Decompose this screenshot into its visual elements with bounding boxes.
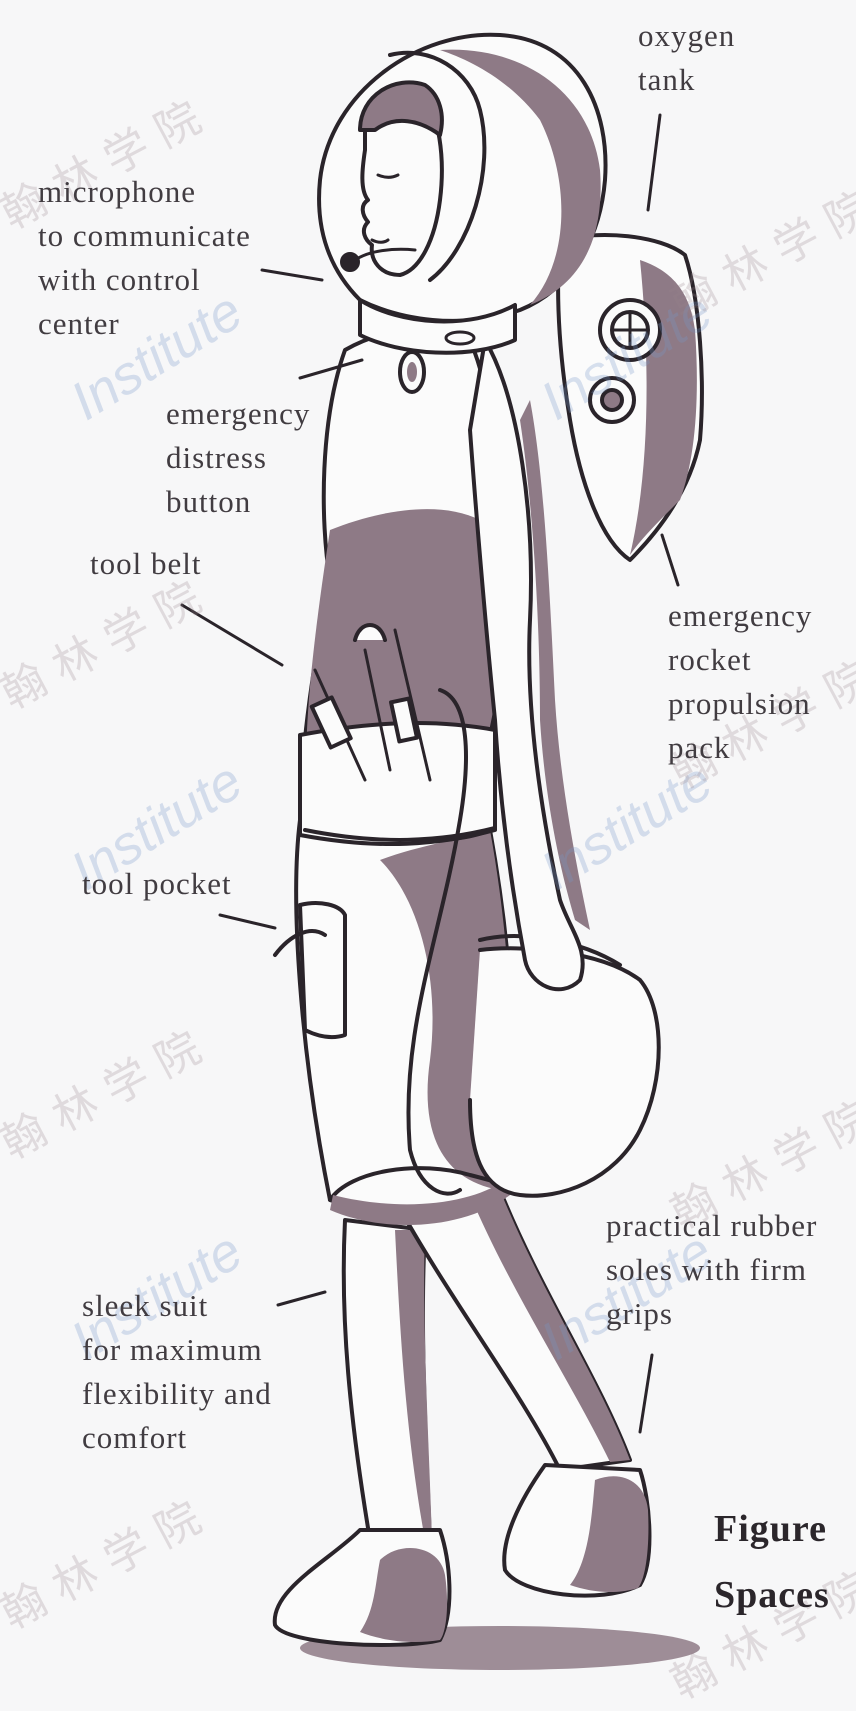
label-line: to communicate <box>38 214 251 258</box>
label-line: with control <box>38 258 251 302</box>
leader-tool-pocket <box>220 915 275 928</box>
label-line: tool pocket <box>82 862 232 906</box>
leader-sleek-suit <box>278 1292 325 1305</box>
label-line: propulsion <box>668 682 812 726</box>
label-line: emergency <box>166 392 310 436</box>
label-line: tool belt <box>90 542 201 586</box>
label-line: distress <box>166 436 310 480</box>
caption-line: Spaces <box>714 1562 830 1628</box>
label-line: sleek suit <box>82 1284 272 1328</box>
tool-pocket <box>300 903 345 1037</box>
label-emergency-button: emergency distress button <box>166 392 310 524</box>
label-line: comfort <box>82 1416 272 1460</box>
microphone-head <box>342 254 358 270</box>
figure-caption: Figure Spaces <box>714 1496 830 1628</box>
label-line: soles with firm <box>606 1248 817 1292</box>
label-tool-pocket: tool pocket <box>82 862 232 906</box>
leader-rubber-soles <box>640 1355 652 1432</box>
label-microphone: microphone to communicate with control c… <box>38 170 251 346</box>
label-line: pack <box>668 726 812 770</box>
label-line: oxygen <box>638 14 735 58</box>
label-oxygen-tank: oxygen tank <box>638 14 735 102</box>
label-line: rocket <box>668 638 812 682</box>
label-line: for maximum <box>82 1328 272 1372</box>
leader-tool-belt <box>182 605 282 665</box>
label-rocket-pack: emergency rocket propulsion pack <box>668 594 812 770</box>
label-line: practical rubber <box>606 1204 817 1248</box>
leader-microphone <box>262 270 322 280</box>
label-line: emergency <box>668 594 812 638</box>
leader-oxygen-tank <box>648 115 660 210</box>
label-line: flexibility and <box>82 1372 272 1416</box>
label-line: tank <box>638 58 735 102</box>
label-line: grips <box>606 1292 817 1336</box>
leader-rocket-pack <box>662 535 678 585</box>
label-line: center <box>38 302 251 346</box>
label-line: microphone <box>38 170 251 214</box>
label-rubber-soles: practical rubber soles with firm grips <box>606 1204 817 1336</box>
label-sleek-suit: sleek suit for maximum flexibility and c… <box>82 1284 272 1460</box>
caption-line: Figure <box>714 1496 830 1562</box>
label-tool-belt: tool belt <box>90 542 201 586</box>
label-line: button <box>166 480 310 524</box>
